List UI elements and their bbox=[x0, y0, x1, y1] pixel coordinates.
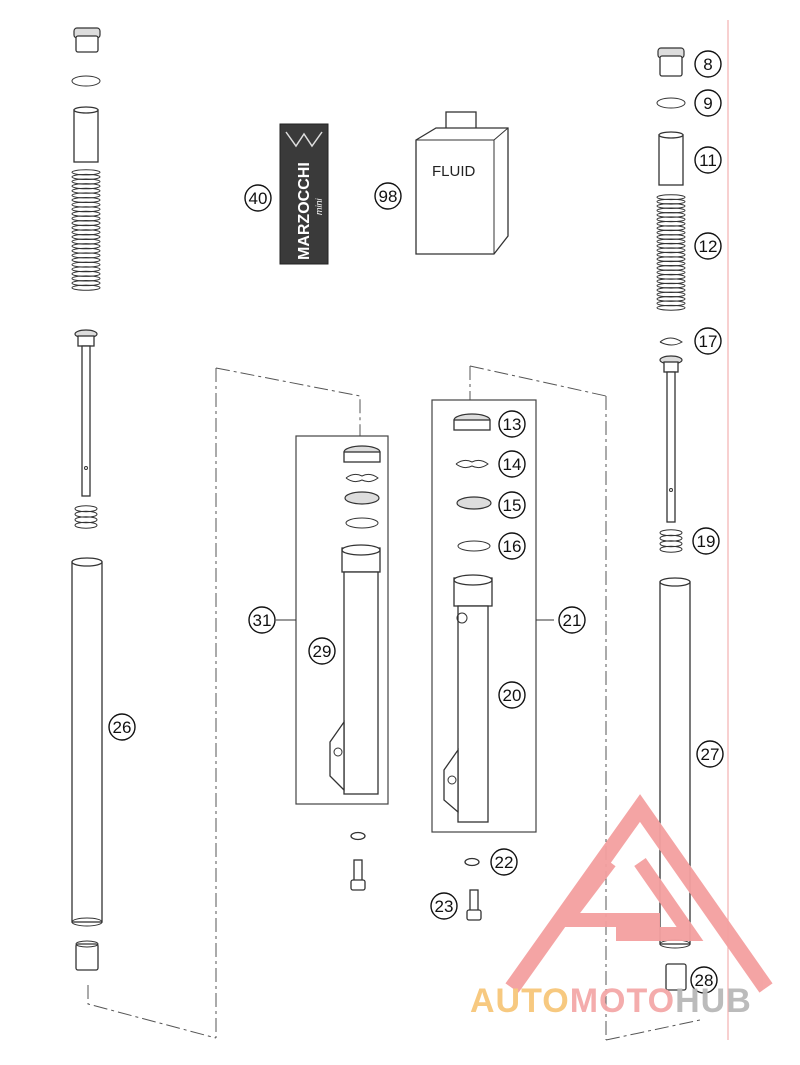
decal-subtext: mini bbox=[314, 197, 324, 215]
callout-label: 15 bbox=[503, 496, 522, 515]
callout-label: 21 bbox=[563, 611, 582, 630]
callout-22: 22 bbox=[490, 848, 518, 876]
watermark-auto: AUTO bbox=[470, 982, 570, 1020]
callout-11: 11 bbox=[694, 146, 722, 174]
watermark-moto: MOTO bbox=[570, 982, 675, 1020]
fluid-label: FLUID bbox=[432, 163, 476, 180]
callout-label: 17 bbox=[699, 332, 718, 351]
callout-label: 19 bbox=[697, 532, 716, 551]
decal-text: MARZOCCHI bbox=[296, 162, 313, 260]
part-callouts: 8 9 11 12 17 19 13 14 15 16 21 20 31 29 26 27 22 23 28 40 98 bbox=[108, 50, 724, 994]
callout-label: 98 bbox=[379, 187, 398, 206]
callout-12: 12 bbox=[694, 232, 722, 260]
callout-29: 29 bbox=[308, 637, 336, 665]
callout-19: 19 bbox=[692, 527, 720, 555]
callout-21: 21 bbox=[558, 606, 586, 634]
callout-label: 31 bbox=[253, 611, 272, 630]
callout-label: 8 bbox=[703, 55, 712, 74]
callout-26: 26 bbox=[108, 713, 136, 741]
marzocchi-decal: MARZOCCHI mini bbox=[279, 123, 329, 265]
callout-28: 28 bbox=[690, 966, 718, 994]
left-fork-parts bbox=[71, 27, 103, 971]
callout-16: 16 bbox=[498, 532, 526, 560]
callout-31: 31 bbox=[248, 606, 276, 634]
automotohub-watermark: AUTOMOTOHUB bbox=[470, 794, 773, 1020]
callout-label: 13 bbox=[503, 415, 522, 434]
callout-8: 8 bbox=[694, 50, 722, 78]
callout-label: 9 bbox=[703, 94, 712, 113]
watermark-triangle bbox=[505, 794, 773, 993]
callout-label: 12 bbox=[699, 237, 718, 256]
callout-15: 15 bbox=[498, 491, 526, 519]
callout-label: 14 bbox=[503, 455, 522, 474]
callout-14: 14 bbox=[498, 450, 526, 478]
callout-13: 13 bbox=[498, 410, 526, 438]
callout-label: 22 bbox=[495, 853, 514, 872]
callout-98: 98 bbox=[374, 182, 402, 210]
callout-label: 16 bbox=[503, 537, 522, 556]
callout-17: 17 bbox=[694, 327, 722, 355]
callout-label: 28 bbox=[695, 971, 714, 990]
callout-label: 26 bbox=[113, 718, 132, 737]
callout-label: 23 bbox=[435, 897, 454, 916]
fluid-bottle: FLUID bbox=[415, 111, 509, 255]
svg-text:AUTOMOTOHUB: AUTOMOTOHUB bbox=[470, 982, 752, 1020]
center-assemblies bbox=[87, 365, 701, 1041]
callout-label: 29 bbox=[313, 642, 332, 661]
callout-label: 11 bbox=[699, 151, 717, 170]
callout-label: 40 bbox=[249, 189, 268, 208]
callout-40: 40 bbox=[244, 184, 272, 212]
callout-9: 9 bbox=[694, 89, 722, 117]
callout-20: 20 bbox=[498, 681, 526, 709]
callout-27: 27 bbox=[696, 740, 724, 768]
callout-23: 23 bbox=[430, 892, 458, 920]
watermark-hub: HUB bbox=[675, 982, 752, 1020]
callout-label: 20 bbox=[503, 686, 522, 705]
callout-label: 27 bbox=[701, 745, 720, 764]
